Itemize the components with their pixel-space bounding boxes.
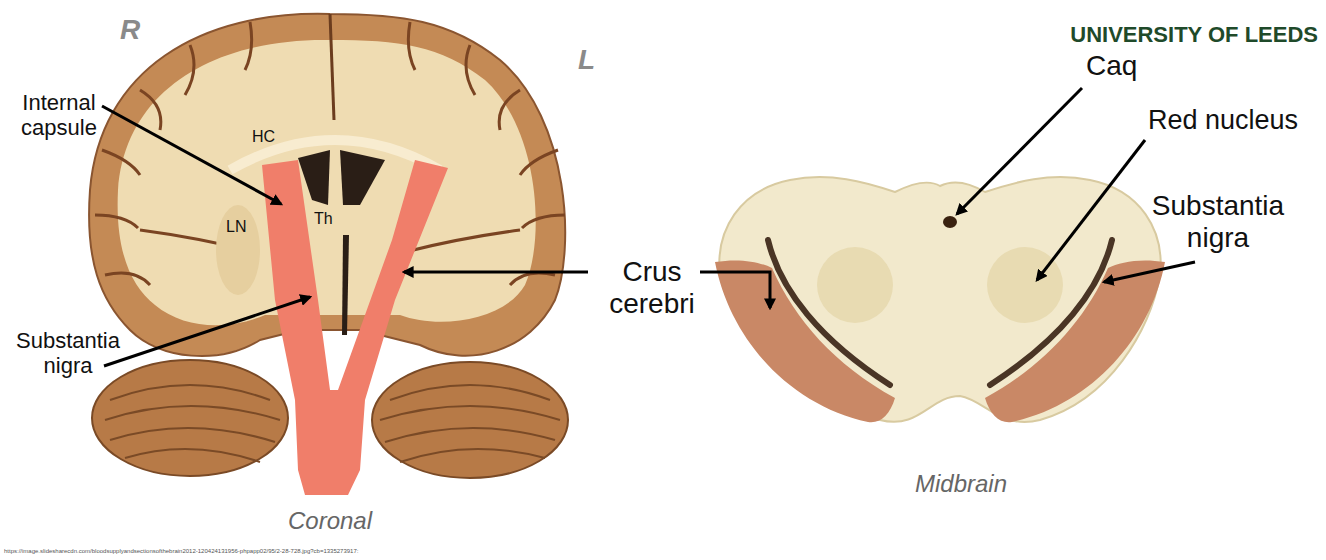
leader-lines [102, 88, 1195, 366]
structure-label: Internal capsule [4, 90, 114, 141]
midbrain-section-part [817, 247, 893, 323]
lentiform-nucleus [216, 205, 260, 295]
lateral-ventricles-part [340, 150, 385, 205]
lateral-ventricles [298, 150, 385, 205]
leader-lines-part [104, 297, 310, 366]
midbrain-section [715, 177, 1165, 422]
structure-abbreviation: LN [226, 218, 246, 236]
leader-lines-part [404, 271, 588, 274]
midbrain-section-part [943, 216, 957, 228]
white-matter [118, 40, 536, 325]
source-url: https://image.slidesharecdn.com/bloodsup… [4, 548, 358, 555]
cerebellum-part [380, 385, 560, 462]
lentiform-nucleus-part [216, 205, 260, 295]
cerebellum-part [92, 360, 288, 476]
white-matter-part [118, 40, 536, 325]
institution-name: UNIVERSITY OF LEEDS [1070, 22, 1318, 47]
leader-lines-part [1104, 262, 1195, 282]
structure-label: Caq [1086, 50, 1137, 82]
structure-label: Crus cerebri [592, 256, 712, 320]
cerebellum-part [105, 385, 280, 462]
internal-capsule-highlight [262, 160, 448, 495]
structure-label: Red nucleus [1148, 105, 1298, 136]
cerebral-cortex-part [89, 14, 565, 356]
side-marker: L [578, 44, 595, 76]
side-marker: R [120, 14, 140, 46]
structure-abbreviation: Th [314, 210, 333, 228]
section-caption: Midbrain [915, 470, 1007, 498]
structure-abbreviation: HC [252, 128, 275, 146]
internal-capsule-highlight-part [262, 160, 448, 495]
third-ventricle [342, 235, 349, 335]
midbrain-section-part [987, 247, 1063, 323]
sulci-part [330, 14, 334, 120]
cerebral-cortex [89, 14, 565, 356]
third-ventricle-part [342, 235, 349, 335]
leader-lines-part [1037, 140, 1145, 280]
section-caption: Coronal [288, 507, 372, 535]
cerebellum-part [372, 362, 568, 478]
sulci [95, 14, 565, 285]
leader-lines-part [700, 272, 770, 308]
structure-label: Substantia nigra [1138, 190, 1298, 254]
sulci-part [405, 22, 565, 285]
structure-label: Substantia nigra [8, 328, 128, 379]
leader-lines-part [102, 106, 281, 204]
leader-lines-part [957, 88, 1082, 214]
